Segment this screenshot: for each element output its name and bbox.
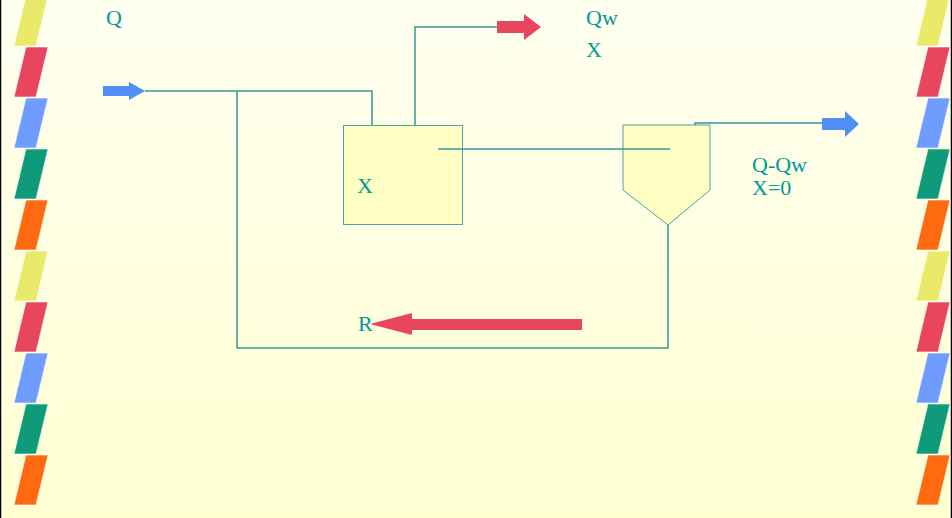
decorative-strip [14,200,48,250]
decorative-strip [14,302,48,352]
decorative-strip [916,404,950,454]
decorative-strip [916,149,950,199]
flow-label: Q [106,6,122,30]
reactor-box: X [343,125,463,225]
flow-label: Qw [586,6,618,30]
decorative-strip [14,251,48,301]
frame-line [0,0,1,518]
recycle-pipe [237,91,668,348]
decorative-strip [14,149,48,199]
decorative-strips [14,0,950,505]
flow-label: Q-Qw [752,153,807,177]
decorative-strip [14,47,48,97]
effluent-arrow [822,111,859,137]
decorative-strip [916,98,950,148]
decorative-strip [14,353,48,403]
concentration-label: X [586,38,602,62]
transfer-pipe [438,148,670,150]
effluent-pipe [695,123,822,125]
concentration-label: X=0 [752,176,791,200]
recycle-arrow [370,313,582,335]
decorative-strip [14,404,48,454]
decorative-strip [916,200,950,250]
decorative-strip [916,251,950,301]
pipes [145,27,822,348]
node-label: X [357,174,373,198]
waste-pipe [415,27,497,125]
frame-line [951,0,952,518]
decorative-strip [916,353,950,403]
decorative-strip [14,0,48,46]
decorative-strip [916,0,950,46]
decorative-strip [916,455,950,505]
decorative-strip [916,47,950,97]
reactor-fill [343,125,463,225]
influent-arrow [103,82,145,100]
recycle-label: R [358,312,373,336]
waste-arrow [497,14,541,40]
decorative-strip [916,302,950,352]
influent-pipe [145,91,372,125]
decorative-strip [14,98,48,148]
clarifier [623,125,710,225]
decorative-strip [14,455,48,505]
